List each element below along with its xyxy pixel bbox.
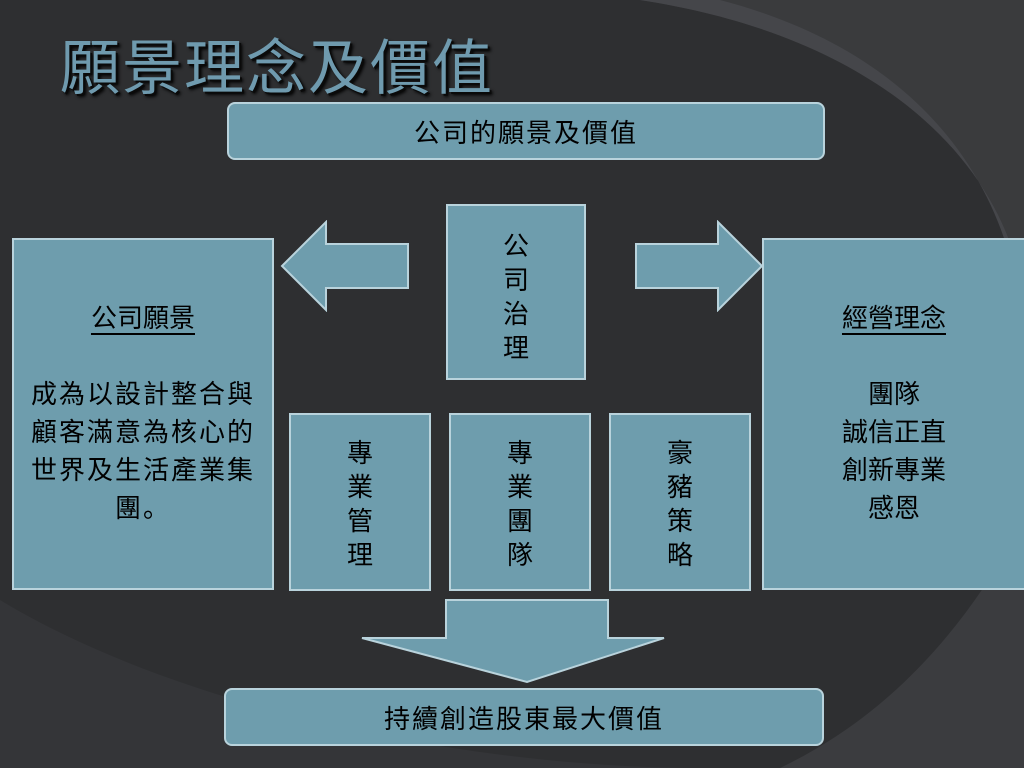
bottom-banner-label: 持續創造股東最大價值	[383, 704, 664, 735]
pillar-professional-management: 專業管理	[289, 413, 431, 591]
top-banner: 公司的願景及價值	[227, 102, 825, 160]
pillar-porcupine-strategy: 豪豬策略	[609, 413, 751, 591]
left-arrow	[280, 220, 409, 312]
philosophy-line: 誠信正直	[841, 418, 946, 448]
bottom-banner: 持續創造股東最大價值	[224, 688, 824, 746]
philosophy-line: 創新專業	[841, 456, 946, 486]
pillar-label: 專業團隊	[506, 439, 533, 571]
pillar-label: 豪豬策略	[666, 439, 693, 571]
right-arrow	[635, 220, 764, 312]
philosophy-heading: 經營理念	[841, 304, 946, 334]
governance-label: 公司治理	[502, 232, 529, 364]
philosophy-line: 團隊	[867, 380, 920, 410]
vision-text: 成為以設計整合與顧客滿意為核心的世界及生活產業集團。	[30, 380, 255, 524]
vision-heading: 公司願景	[90, 304, 195, 334]
pillar-label: 專業管理	[346, 439, 373, 571]
top-banner-label: 公司的願景及價值	[413, 118, 638, 149]
philosophy-line: 感恩	[867, 494, 920, 524]
vision-panel: 公司願景 成為以設計整合與顧客滿意為核心的世界及生活產業集團。	[12, 238, 274, 590]
philosophy-panel: 經營理念 團隊 誠信正直 創新專業 感恩	[762, 238, 1024, 590]
down-arrow	[361, 599, 665, 684]
governance-box: 公司治理	[446, 204, 586, 380]
page-title: 願景理念及價值	[60, 34, 494, 104]
pillar-professional-team: 專業團隊	[449, 413, 591, 591]
